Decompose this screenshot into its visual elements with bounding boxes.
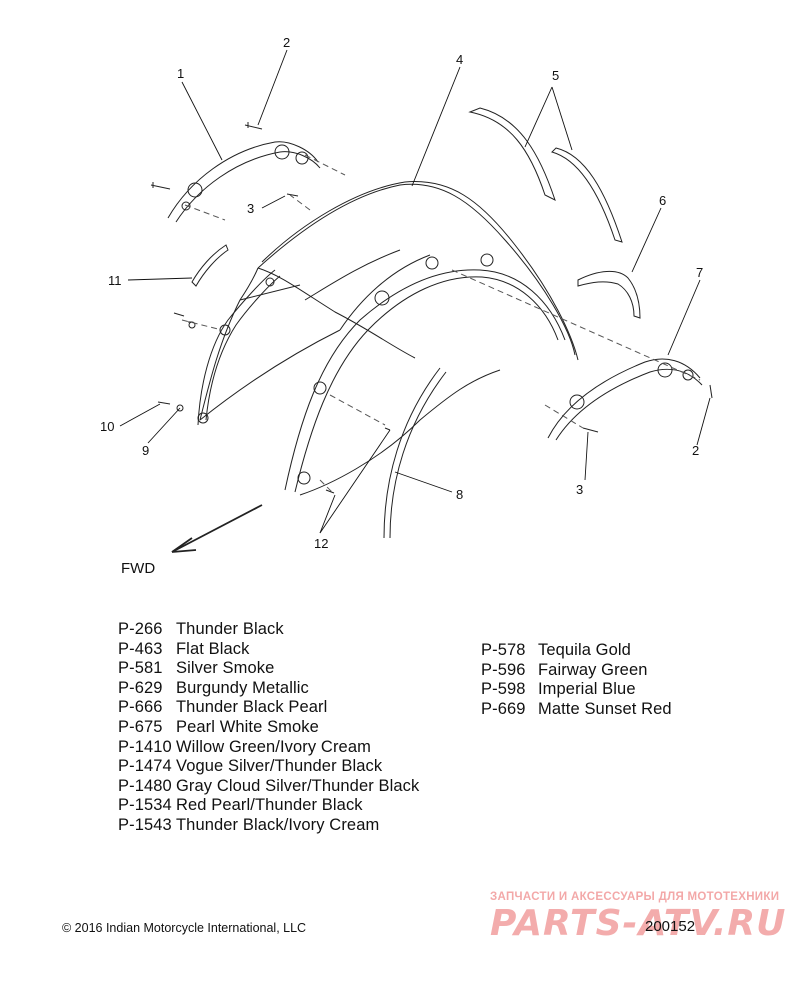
legend-row: P-598 Imperial Blue — [481, 680, 672, 700]
paint-name: Burgundy Metallic — [176, 678, 309, 697]
paint-code: P-1410 — [118, 737, 172, 756]
legend-row: P-596 Fairway Green — [481, 661, 672, 681]
paint-code: P-1474 — [118, 757, 172, 776]
callout-11: 11 — [108, 273, 122, 288]
paint-name: Imperial Blue — [538, 680, 636, 699]
copyright-text: © 2016 Indian Motorcycle International, … — [62, 921, 307, 935]
paint-name: Red Pearl/Thunder Black — [176, 796, 363, 815]
paint-code: P-578 — [481, 641, 526, 659]
callout-1: 1 — [177, 66, 184, 81]
paint-code: P-1534 — [118, 796, 172, 815]
legend-row: P-666 Thunder Black Pearl — [118, 698, 419, 718]
legend-row: P-629 Burgundy Metallic — [118, 679, 419, 699]
paint-name: Gray Cloud Silver/Thunder Black — [176, 776, 420, 795]
callout-2b: 2 — [692, 443, 699, 458]
paint-code: P-669 — [481, 699, 526, 718]
paint-name: Pearl White Smoke — [176, 717, 319, 736]
legend-row: P-463 Flat Black — [118, 640, 419, 660]
paint-name: Tequila Gold — [538, 641, 631, 659]
paint-code: P-598 — [481, 680, 526, 699]
callout-3: 3 — [247, 201, 254, 216]
watermark-logo: PARTS-ATV.RU — [490, 903, 787, 944]
callout-6: 6 — [659, 193, 666, 208]
legend-row: P-266 Thunder Black — [118, 620, 419, 640]
paint-code: P-666 — [118, 698, 163, 717]
fwd-arrow — [171, 504, 263, 553]
callout-labels: 1 2 3 4 5 6 7 11 10 9 12 8 2 3 — [100, 35, 703, 551]
paint-code: P-629 — [118, 678, 163, 697]
alignment-lines — [181, 154, 701, 493]
figure-id: 200152 — [645, 918, 696, 935]
paint-name: Willow Green/Ivory Cream — [176, 737, 371, 756]
paint-code: P-266 — [118, 620, 163, 638]
clip-part-11 — [191, 244, 229, 287]
paint-code: P-1543 — [118, 815, 172, 834]
fender-exploded-diagram: 1 2 3 4 5 6 7 11 10 9 12 8 2 3 — [100, 35, 713, 553]
leader-lines — [119, 49, 711, 534]
legend-row: P-669 Matte Sunset Red — [481, 700, 672, 720]
paint-code: P-675 — [118, 717, 163, 736]
callout-8: 8 — [456, 487, 463, 502]
emblem-part-6 — [577, 271, 641, 319]
paint-code: P-581 — [118, 659, 163, 678]
paint-name: Thunder Black Pearl — [176, 698, 328, 717]
paint-code: P-463 — [118, 639, 163, 658]
paint-name: Vogue Silver/Thunder Black — [176, 757, 383, 776]
fender-body — [199, 181, 579, 496]
fasteners — [150, 122, 713, 494]
paint-code: P-596 — [481, 660, 526, 679]
paint-name: Matte Sunset Red — [538, 699, 672, 718]
legend-row: P-675 Pearl White Smoke — [118, 718, 419, 738]
trim-strip-part-8 — [383, 367, 447, 539]
watermark-tagline: ЗАПЧАСТИ И АКСЕССУАРЫ ДЛЯ МОТОТЕХНИКИ — [490, 891, 780, 903]
legend-row: P-581 Silver Smoke — [118, 659, 419, 679]
callout-2: 2 — [283, 35, 290, 50]
right-rail-part-7 — [547, 358, 703, 441]
callout-10: 10 — [100, 419, 114, 434]
left-rail-part-1 — [167, 141, 321, 223]
callout-9: 9 — [142, 443, 149, 458]
paint-name: Thunder Black/Ivory Cream — [176, 815, 380, 834]
paint-name: Thunder Black — [176, 620, 284, 638]
callout-7: 7 — [696, 265, 703, 280]
callout-4: 4 — [456, 52, 463, 67]
paint-name: Fairway Green — [538, 660, 648, 679]
callout-5: 5 — [552, 68, 559, 83]
paint-name: Flat Black — [176, 639, 250, 658]
front-skirt — [197, 269, 301, 426]
callout-12: 12 — [314, 536, 328, 551]
stripes-part-5 — [468, 107, 623, 243]
paint-name: Silver Smoke — [176, 659, 275, 678]
legend-row: P-578 Tequila Gold — [481, 641, 672, 661]
fwd-label: FWD — [121, 560, 156, 577]
callout-3b: 3 — [576, 482, 583, 497]
paint-code: P-1480 — [118, 776, 172, 795]
